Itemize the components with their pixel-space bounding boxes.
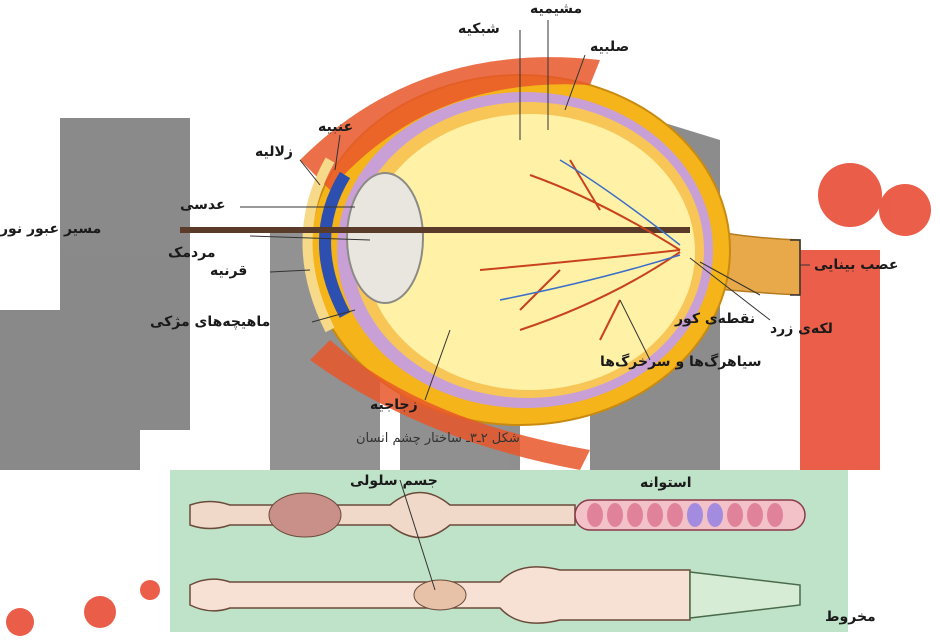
- label-rod: استوانه: [640, 476, 692, 490]
- watermark-bar-red: [800, 250, 880, 470]
- label-pupil: مردمک: [168, 246, 216, 260]
- label-blind-spot: نقطه‌ی کور: [675, 312, 755, 326]
- cone-cell-body: [414, 580, 466, 610]
- label-cell-body: جسم سلولی: [350, 474, 438, 488]
- label-iris: عنبیه: [318, 120, 353, 134]
- label-ciliary: ماهیچه‌های مژکی: [150, 315, 270, 329]
- lens: [347, 173, 423, 303]
- label-lens: عدسی: [180, 198, 226, 212]
- watermark-dot-red4: [84, 596, 116, 628]
- label-aqueous: زلالیه: [255, 145, 293, 159]
- label-cornea: قرنیه: [210, 264, 247, 278]
- watermark-dot-red1: [818, 163, 882, 227]
- label-light-path: مسیر عبور نور: [0, 222, 101, 236]
- watermark-base-left: [0, 310, 140, 470]
- watermark-dot-red3: [6, 608, 34, 636]
- label-vitreous: زجاجیه: [370, 398, 418, 412]
- label-cone: مخروط: [825, 610, 876, 624]
- figure-caption: شکل ۲ـ۳ـ ساختار چشم انسان: [356, 432, 520, 445]
- label-retina: شبکیه: [458, 22, 500, 36]
- label-vessels: سیاهرگ‌ها و سرخرگ‌ها: [600, 355, 761, 369]
- watermark-dot-red5: [140, 580, 160, 600]
- watermark-dot-red2: [879, 184, 931, 236]
- label-choroid: مشیمیه: [530, 2, 582, 16]
- rod-cell-body: [269, 493, 341, 537]
- label-sclera: صلبیه: [590, 40, 629, 54]
- label-yellow-spot: لکه‌ی زرد: [770, 322, 833, 336]
- label-optic-nerve: عصب بینایی: [814, 258, 898, 272]
